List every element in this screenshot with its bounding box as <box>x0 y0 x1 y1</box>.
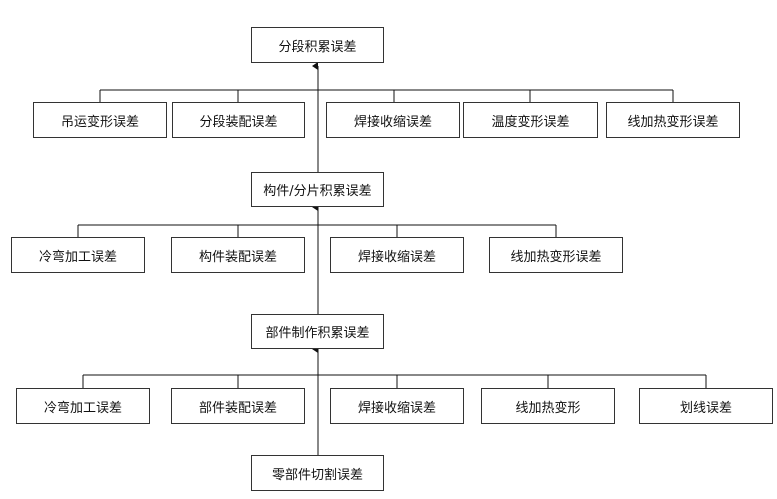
node-l1-child-3: 焊接收缩误差 <box>326 102 460 138</box>
node-part-accumulated-error: 部件制作积累误差 <box>251 314 384 349</box>
node-l1-child-4: 温度变形误差 <box>463 102 598 138</box>
node-l3-child-1: 冷弯加工误差 <box>16 388 150 424</box>
node-l3-child-3: 焊接收缩误差 <box>330 388 464 424</box>
node-l3-child-4: 线加热变形 <box>481 388 615 424</box>
node-l2-child-3: 焊接收缩误差 <box>330 237 464 273</box>
node-l2-child-1: 冷弯加工误差 <box>11 237 145 273</box>
node-l1-child-1: 吊运变形误差 <box>33 102 167 138</box>
node-l2-child-4: 线加热变形误差 <box>489 237 623 273</box>
node-l2-child-2: 构件装配误差 <box>171 237 305 273</box>
node-l1-child-2: 分段装配误差 <box>172 102 305 138</box>
node-part-cutting-error: 零部件切割误差 <box>251 455 384 491</box>
node-l3-child-2: 部件装配误差 <box>171 388 305 424</box>
node-component-accumulated-error: 构件/分片积累误差 <box>251 172 384 207</box>
node-l1-child-5: 线加热变形误差 <box>606 102 740 138</box>
node-l3-child-5: 划线误差 <box>639 388 773 424</box>
node-segment-accumulated-error: 分段积累误差 <box>251 27 384 63</box>
